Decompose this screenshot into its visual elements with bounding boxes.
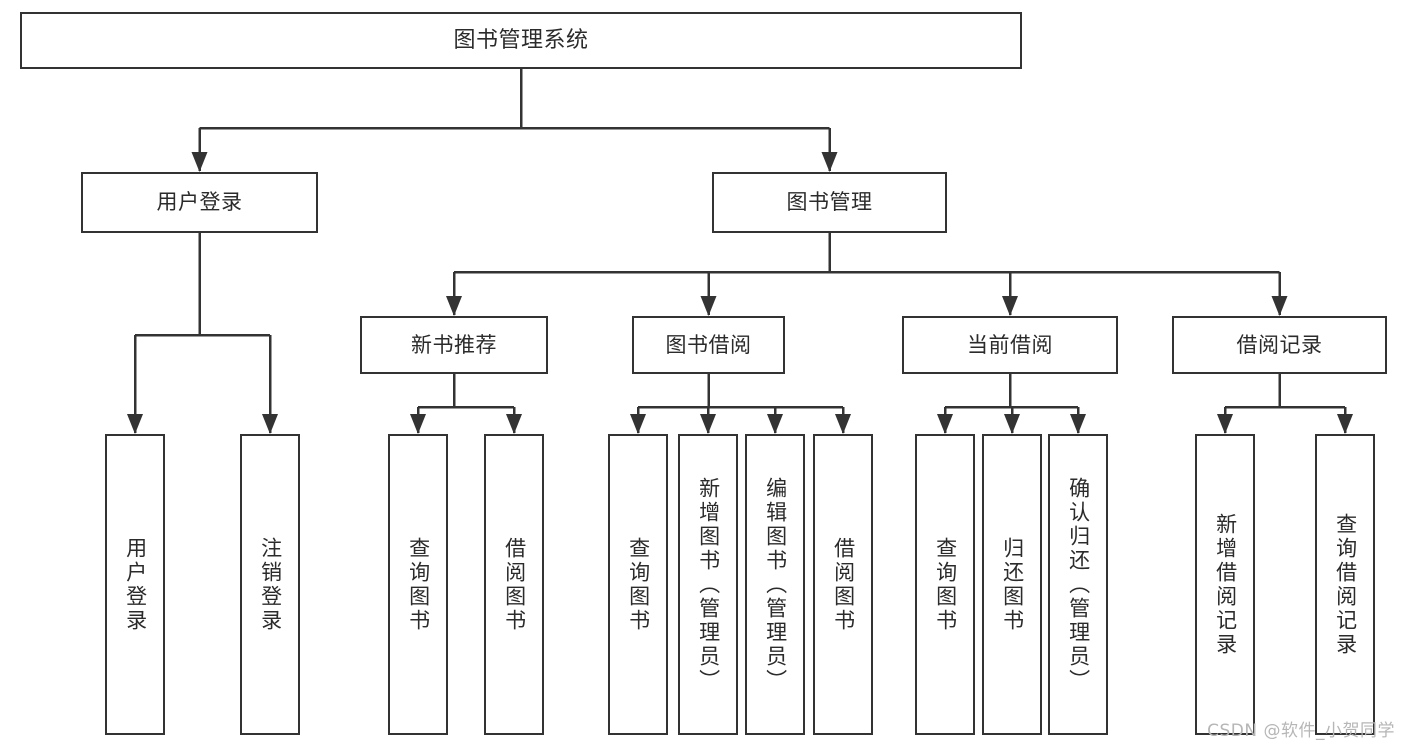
- node-label: 新增借阅记录: [1213, 512, 1238, 657]
- node-leaf-add-borrow-record[interactable]: 新增借阅记录: [1195, 434, 1255, 735]
- node-leaf-confirm-return[interactable]: 确认归还（管理员）: [1048, 434, 1108, 735]
- node-label: 当前借阅: [967, 332, 1053, 357]
- node-label: 归还图书: [1000, 536, 1025, 633]
- node-leaf-query-book-2[interactable]: 查询图书: [608, 434, 668, 735]
- node-new-book-recommend[interactable]: 新书推荐: [360, 316, 548, 374]
- node-user-login[interactable]: 用户登录: [81, 172, 318, 233]
- node-label: 借阅记录: [1236, 332, 1323, 357]
- node-book-admin[interactable]: 图书管理: [712, 172, 947, 233]
- node-leaf-borrow-book-2[interactable]: 借阅图书: [813, 434, 873, 735]
- node-label: 图书管理系统: [453, 27, 589, 53]
- node-label: 查询图书: [626, 536, 651, 633]
- node-leaf-user-login[interactable]: 用户登录: [105, 434, 165, 735]
- node-leaf-user-logout[interactable]: 注销登录: [240, 434, 300, 735]
- node-leaf-query-book-1[interactable]: 查询图书: [388, 434, 448, 735]
- node-label: 确认归还（管理员）: [1066, 476, 1091, 693]
- node-label: 新增图书（管理员）: [696, 476, 721, 693]
- node-borrow-record[interactable]: 借阅记录: [1172, 316, 1387, 374]
- watermark-text: CSDN @软件_小贺同学: [1207, 721, 1395, 741]
- node-current-borrow[interactable]: 当前借阅: [902, 316, 1118, 374]
- node-leaf-return-book[interactable]: 归还图书: [982, 434, 1042, 735]
- node-leaf-add-book[interactable]: 新增图书（管理员）: [678, 434, 738, 735]
- node-leaf-query-borrow-record[interactable]: 查询借阅记录: [1315, 434, 1375, 735]
- node-root-system[interactable]: 图书管理系统: [20, 12, 1022, 69]
- node-label: 用户登录: [123, 536, 148, 633]
- node-book-borrow[interactable]: 图书借阅: [632, 316, 785, 374]
- node-label: 用户登录: [156, 190, 243, 215]
- node-label: 借阅图书: [502, 536, 527, 633]
- node-label: 编辑图书（管理员）: [763, 476, 788, 693]
- node-label: 查询图书: [933, 536, 958, 633]
- node-label: 图书管理: [786, 190, 873, 215]
- node-leaf-borrow-book-1[interactable]: 借阅图书: [484, 434, 544, 735]
- node-leaf-query-book-3[interactable]: 查询图书: [915, 434, 975, 735]
- node-label: 新书推荐: [411, 332, 497, 357]
- node-label: 查询图书: [406, 536, 431, 633]
- node-label: 查询借阅记录: [1333, 512, 1358, 657]
- node-leaf-edit-book[interactable]: 编辑图书（管理员）: [745, 434, 805, 735]
- node-label: 图书借阅: [665, 332, 752, 357]
- node-label: 借阅图书: [831, 536, 856, 633]
- node-label: 注销登录: [258, 536, 283, 633]
